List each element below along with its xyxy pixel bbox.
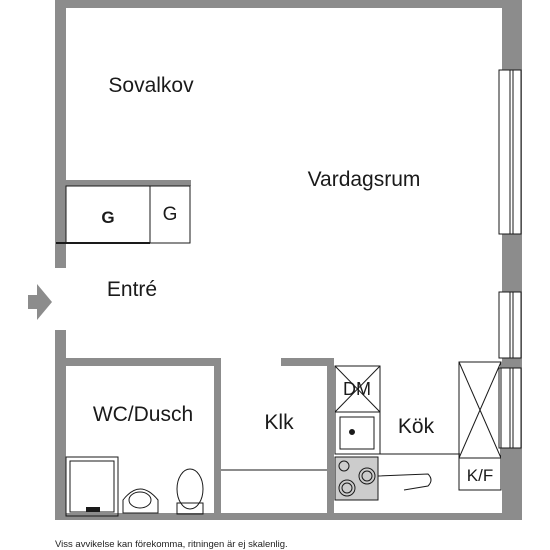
internal-walls xyxy=(66,180,334,516)
counter xyxy=(377,453,460,491)
room-label-sovalkov: Sovalkov xyxy=(108,74,194,97)
fridge-freezer xyxy=(458,361,502,491)
shower-tap-icon xyxy=(86,507,100,512)
room-label-entre: Entré xyxy=(107,278,157,301)
appliance-label-fridge-freezer: K/F xyxy=(467,466,493,485)
room-label-vardagsrum: Vardagsrum xyxy=(308,168,421,191)
washbasin xyxy=(122,488,159,514)
room-label-klk: Klk xyxy=(264,411,294,434)
appliance-label-dishwasher: DM xyxy=(343,379,371,399)
entry-arrow-icon xyxy=(28,284,52,320)
toilet xyxy=(176,468,204,515)
window-lower xyxy=(498,367,522,449)
storage-label-g-left: G xyxy=(101,208,114,227)
entry-opening xyxy=(54,268,67,330)
stove xyxy=(334,456,379,501)
sink xyxy=(334,411,381,455)
disclaimer-note: Viss avvikelse kan förekomma, ritningen … xyxy=(55,539,288,550)
storage-label-g-right: G xyxy=(163,204,178,225)
room-label-kok: Kök xyxy=(398,415,435,438)
room-label-wc-dusch: WC/Dusch xyxy=(93,403,193,426)
window-upper xyxy=(498,69,522,235)
window-middle xyxy=(498,291,522,359)
